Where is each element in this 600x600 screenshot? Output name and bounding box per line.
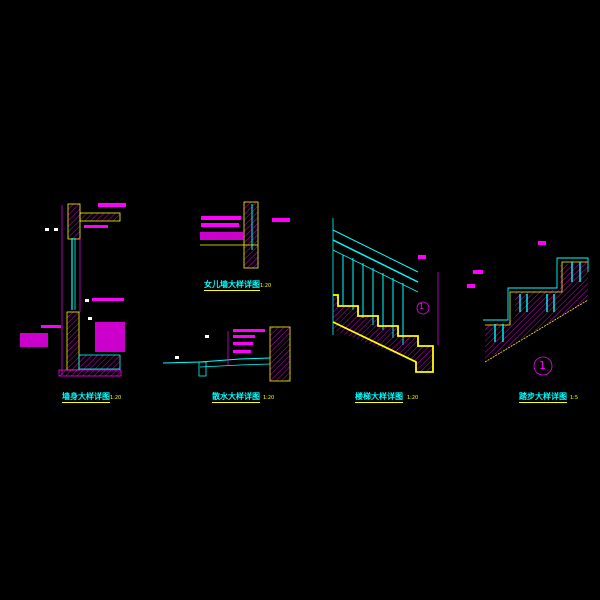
stair-scale: 1:20: [407, 395, 419, 401]
stair-ref-marker: 1: [419, 302, 425, 311]
wall-section-title: 墙身大样详图: [62, 392, 110, 403]
apron-detail: [162, 326, 291, 382]
step-detail: [467, 241, 589, 376]
wall-section-scale: 1:20: [110, 395, 122, 401]
parapet-title: 女儿墙大样详图: [204, 280, 260, 291]
parapet-detail: [200, 201, 290, 269]
apron-scale: 1:20: [263, 395, 275, 401]
parapet-scale: 1:20: [260, 283, 272, 289]
stair-detail: [332, 218, 439, 373]
step-title: 踏步大样详图: [519, 392, 567, 403]
step-scale: 1:5: [570, 395, 579, 401]
stair-title: 楼梯大样详图: [355, 392, 403, 403]
wall-section-detail: [20, 203, 126, 377]
step-ref-marker: 1: [539, 359, 546, 372]
apron-title: 散水大样详图: [212, 392, 260, 403]
